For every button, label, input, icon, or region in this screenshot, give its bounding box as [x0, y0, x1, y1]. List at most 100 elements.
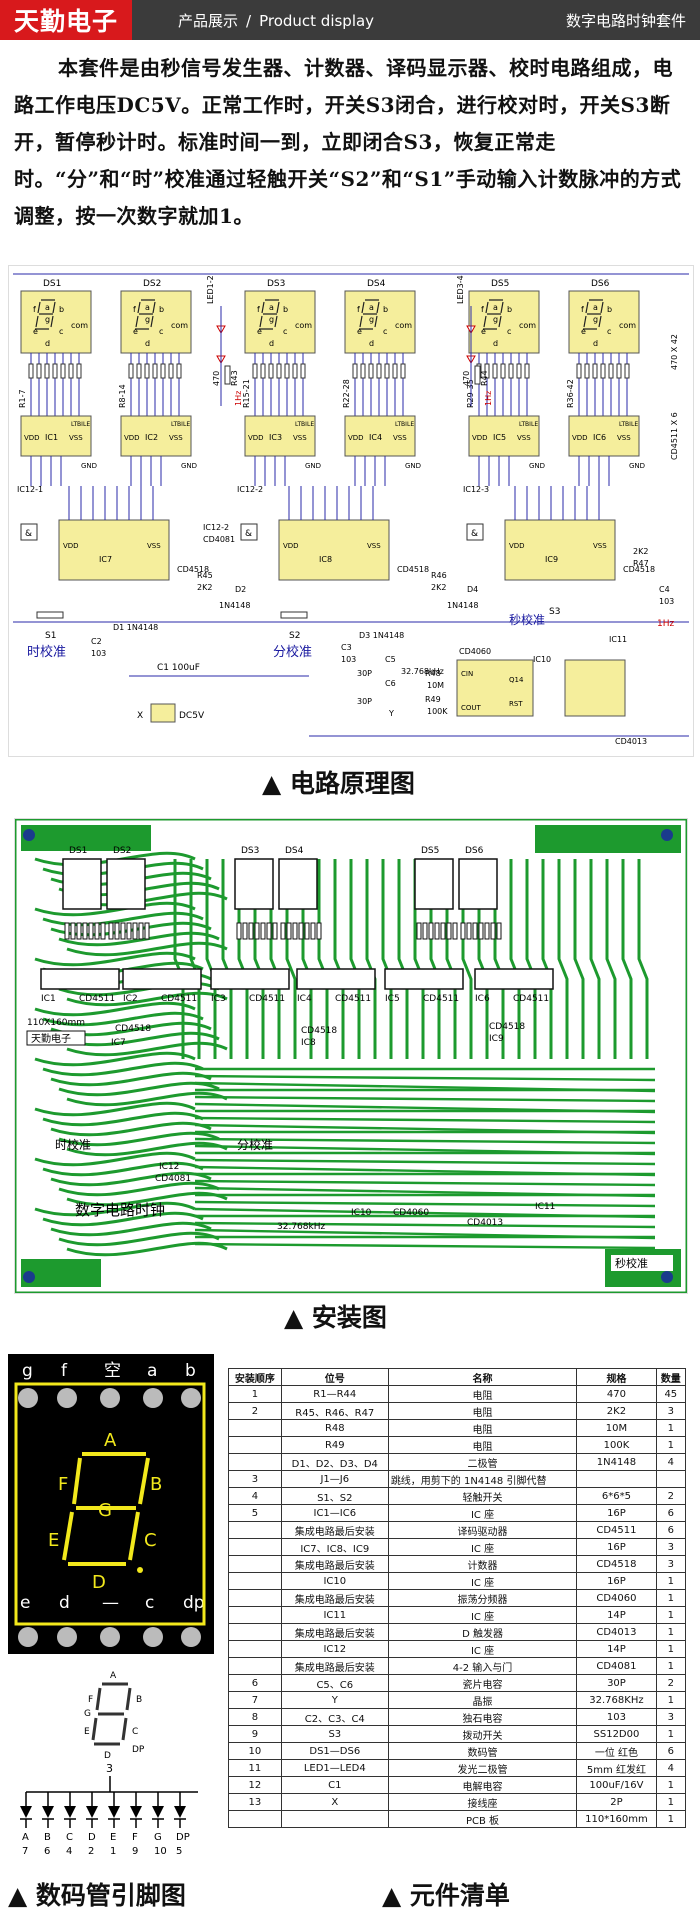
bom-cell: 6 — [655, 1742, 687, 1760]
pcb-ic-socket — [474, 968, 554, 990]
bom-cell: 1 — [655, 1691, 687, 1709]
seg-letter-a: A — [104, 1430, 117, 1451]
bom-cell: 9 — [228, 1725, 282, 1743]
pcb-ic-label: IC8 — [301, 1038, 316, 1048]
diode-pin: 10 — [154, 1846, 167, 1857]
bom-cell: 集成电路最后安装 — [280, 1623, 389, 1641]
counter-type: CD4518 — [623, 565, 655, 574]
pcb-resistor — [108, 922, 114, 940]
seg-letter: e — [33, 327, 38, 336]
switch-label: S3 — [549, 607, 560, 617]
switch-symbol — [280, 611, 308, 619]
resistor — [60, 363, 66, 379]
pcb-resistor — [260, 922, 266, 940]
diode-pin: 4 — [66, 1846, 72, 1857]
pin-pad — [143, 1388, 163, 1408]
seg-letter: com — [295, 321, 312, 330]
bom-cell: 拨动开关 — [387, 1725, 578, 1743]
decoder-chip — [20, 415, 92, 457]
decoder-label: IC6 — [593, 433, 606, 442]
pcb-ic-type: CD4511 — [79, 994, 115, 1004]
bom-cell: LED1—LED4 — [280, 1759, 389, 1777]
resistor — [76, 363, 82, 379]
bom-cell: J1—J6 — [280, 1470, 389, 1488]
pcb-ic-type: CD4511 — [513, 994, 549, 1004]
pcb-trace — [34, 1101, 196, 1117]
brand-logo[interactable]: 天勤电子 — [0, 0, 132, 40]
bom-cell: 3 — [228, 1470, 282, 1488]
pcb-resistor — [144, 922, 150, 940]
bom-cell: 4 — [655, 1759, 687, 1777]
pin-pad — [181, 1388, 201, 1408]
resistor — [224, 365, 231, 385]
pin-label: LE — [531, 421, 538, 428]
pcb-trace — [605, 859, 617, 1059]
pcb-ic-type: CD4511 — [335, 994, 371, 1004]
bom-cell — [576, 1470, 657, 1488]
bottom-pin-label: dp — [183, 1593, 205, 1613]
counter-chip — [278, 519, 390, 581]
pcb-resistor — [304, 922, 310, 940]
gnd-label: GND — [81, 462, 97, 470]
bom-cell: IC7、IC8、IC9 — [280, 1538, 389, 1556]
decoder-chip — [244, 415, 316, 457]
pin-label: LE — [183, 421, 190, 428]
switch-label: S1 — [45, 631, 56, 641]
gnd-label: GND — [405, 462, 421, 470]
pin-label: COUT — [461, 704, 482, 712]
pin-pad — [18, 1627, 38, 1647]
seg-letter: a — [45, 303, 50, 312]
decoder-chip — [568, 415, 640, 457]
pin-label: BI — [401, 421, 407, 428]
seg-letter-g: G — [98, 1500, 112, 1521]
diode-pin: 1 — [110, 1846, 116, 1857]
small-seg-label: C — [132, 1727, 138, 1737]
bom-cell: 6*6*5 — [576, 1487, 657, 1505]
resistor — [292, 363, 298, 379]
breadcrumb-cn[interactable]: 产品展示 — [178, 11, 239, 30]
seg-letter: com — [619, 321, 636, 330]
bom-cell: S3 — [280, 1725, 389, 1743]
resistor — [508, 363, 514, 379]
breadcrumb-en[interactable]: Product display — [259, 11, 375, 30]
bom-cell: 计数器 — [387, 1555, 578, 1573]
bom-cell — [228, 1555, 282, 1573]
diode-pin: 9 — [132, 1846, 138, 1857]
seven-seg-display — [568, 290, 640, 354]
diode-letter: DP — [176, 1832, 190, 1843]
decoder-label: IC2 — [145, 433, 158, 442]
flipflop-chip — [564, 659, 626, 717]
display-label: DS3 — [267, 279, 285, 289]
resistor — [484, 363, 490, 379]
pcb-resistor — [484, 922, 490, 940]
gate-label: IC12-3 — [463, 485, 489, 494]
bom-cell: 1 — [655, 1572, 687, 1590]
bom-cell: 12 — [228, 1776, 282, 1794]
seg-letter: c — [383, 327, 387, 336]
bom-cell: 接线座 — [387, 1793, 578, 1811]
diode-letter: F — [132, 1832, 138, 1843]
d-label: D1 1N4148 — [113, 623, 158, 632]
seg-letter: d — [45, 339, 50, 348]
segment-e — [62, 1511, 74, 1561]
bom-cell: 1 — [655, 1657, 687, 1675]
seg-letter: g — [593, 315, 598, 324]
diode-letter: D — [88, 1832, 96, 1843]
switch-name: 分校准 — [273, 644, 312, 660]
bom-cell: 100K — [576, 1436, 657, 1454]
pcb-ic-label: IC1 — [41, 994, 56, 1004]
mount-hole — [23, 829, 35, 841]
pcb-ic-type: CD4518 — [489, 1022, 525, 1032]
bom-cell — [228, 1810, 282, 1828]
pcb-fill — [535, 825, 681, 853]
resistor-group-label: R15-21 — [242, 379, 251, 408]
r-label: R49 — [425, 695, 441, 704]
bom-cell: 14P — [576, 1640, 657, 1658]
bom-cell: 10 — [228, 1742, 282, 1760]
bom-cell — [228, 1623, 282, 1641]
